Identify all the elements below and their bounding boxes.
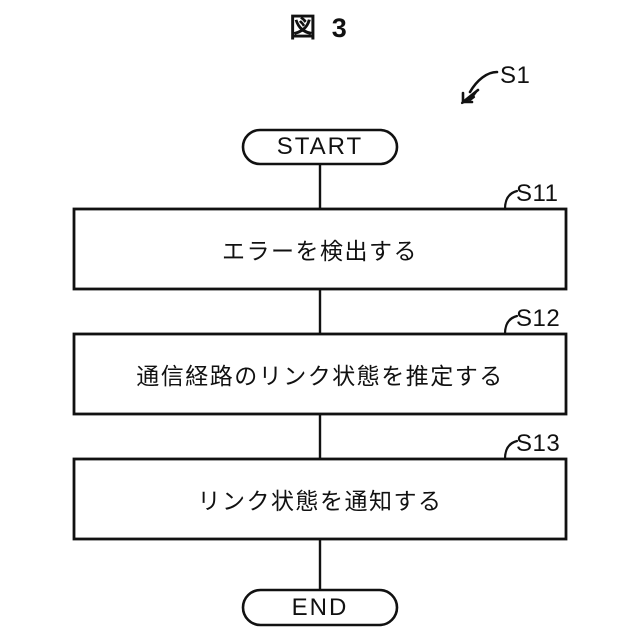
leader-hook-s11	[503, 189, 519, 211]
leader-hook-s12	[503, 314, 519, 336]
step-label-s13: S13	[516, 430, 561, 457]
step-label-s1: S1	[500, 62, 531, 89]
node-s12	[72, 332, 568, 416]
node-end	[241, 588, 399, 627]
step-label-s11: S11	[516, 180, 559, 207]
figure-title: 図 3	[289, 13, 351, 43]
step-label-s12: S12	[516, 305, 561, 332]
node-s13	[72, 457, 568, 541]
node-start	[241, 128, 399, 166]
node-s11	[72, 207, 568, 291]
leader-hook-s13	[503, 439, 519, 461]
s1-leader-arrow	[460, 70, 499, 105]
